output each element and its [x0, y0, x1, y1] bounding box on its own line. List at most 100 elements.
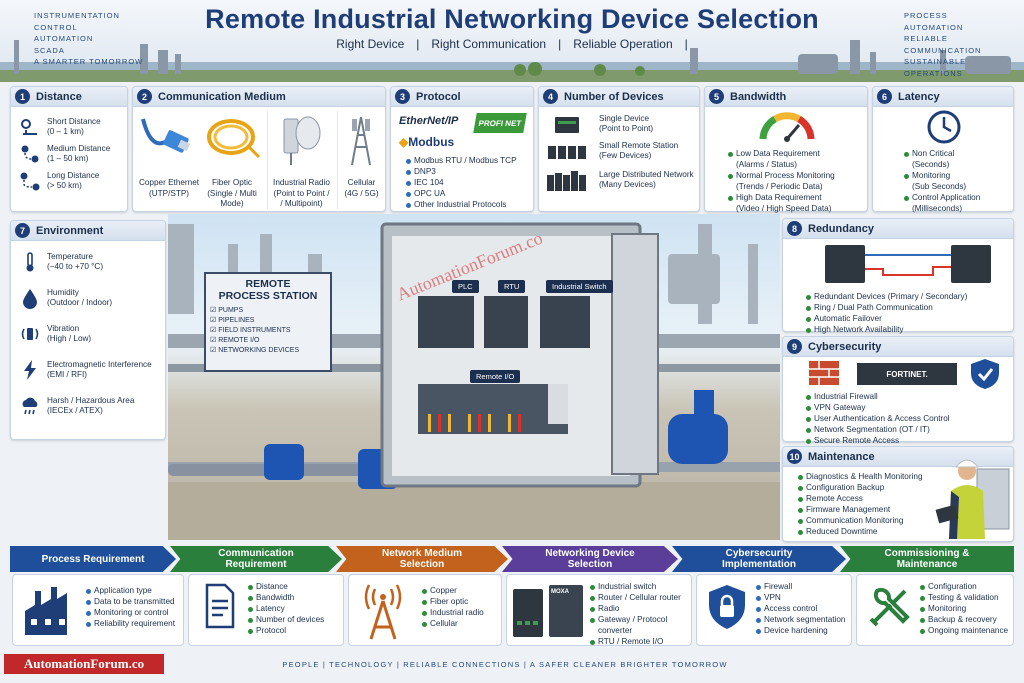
lightning-icon — [24, 360, 36, 380]
page-subtitle: Right Device|Right Communication|Reliabl… — [336, 37, 688, 51]
document-icon — [205, 583, 235, 629]
panel-title: Bandwidth — [730, 90, 787, 103]
panel-number: 2 — [137, 89, 152, 104]
location-pin-icon — [21, 119, 37, 135]
ethernet-cable-icon — [141, 118, 191, 153]
clock-icon — [927, 110, 961, 144]
panel-title: Communication Medium — [158, 90, 286, 103]
panel-number: 4 — [543, 89, 558, 104]
firewall-icon — [809, 361, 839, 385]
panel-title: Number of Devices — [564, 90, 664, 103]
fiber-optic-coil-icon — [207, 119, 261, 159]
step-networking-device-selection: Networking Device Selection — [502, 546, 678, 572]
storm-cloud-icon — [22, 397, 38, 415]
refinery-skyline — [0, 40, 1024, 82]
single-device-icon — [555, 117, 579, 133]
label-industrial-switch: Industrial Switch — [546, 280, 613, 293]
thermometer-icon — [26, 252, 34, 272]
route-icon — [21, 145, 39, 163]
panel-number: 3 — [395, 89, 410, 104]
panel-title: Protocol — [416, 90, 461, 103]
water-drop-icon — [23, 289, 37, 309]
panel-number: 8 — [787, 221, 802, 236]
step-process-requirement: Process Requirement — [10, 546, 176, 572]
redundancy-list: Redundant Devices (Primary / Secondary)R… — [805, 291, 1011, 335]
footer-brand: AutomationForum.co — [4, 654, 164, 674]
profinet-logo: PROFI NET — [473, 113, 527, 133]
factory-icon — [25, 587, 67, 635]
wrench-screwdriver-icon — [869, 587, 910, 627]
panel-title: Redundancy — [808, 222, 875, 235]
panel-latency: 6 Latency Non Critical(Seconds) Monitorin… — [872, 86, 1014, 214]
padlock-shield-icon — [709, 585, 745, 629]
speed-gauge-icon — [759, 112, 815, 142]
medium-radio: Industrial Radio(Point to Point // Multi… — [267, 111, 335, 209]
vibration-icon — [21, 328, 39, 340]
cell-tower-icon — [351, 116, 371, 166]
panel-number: 6 — [877, 89, 892, 104]
bandwidth-list: Low Data Requirement(Alarms / Status) No… — [727, 148, 867, 214]
redundant-switches-icon — [825, 245, 991, 283]
moxa-brand-label: MOXA — [551, 589, 569, 595]
page-title: Remote Industrial Networking Device Sele… — [205, 4, 819, 34]
panel-title: Cybersecurity — [808, 340, 882, 353]
panel-number: 5 — [709, 89, 724, 104]
panel-bandwidth: 5 Bandwidth Low Data Requirement(Alarms /… — [704, 86, 868, 214]
panel-title: Distance — [36, 90, 82, 103]
footer — [0, 652, 1024, 683]
modbus-mark-icon: ◆ — [399, 135, 409, 149]
many-devices-icon — [547, 171, 586, 191]
medium-copper: Copper Ethernet(UTP/STP) — [137, 111, 201, 209]
step-cybersecurity-implementation: Cybersecurity Implementation — [672, 546, 846, 572]
step-commissioning-maintenance: Commissioning & Maintenance — [840, 546, 1014, 572]
panel-redundancy: 8 Redundancy Redundant Devices (Primary /… — [782, 218, 1014, 335]
modbus-logo: ◆Modbus — [399, 135, 455, 149]
medium-cellular: Cellular(4G / 5G) — [337, 111, 385, 209]
panel-protocol: 3 Protocol EtherNet/IP PROFI NET ◆ Modbus … — [390, 86, 534, 212]
panel-communication-medium: 2 Communication Medium Copper Ethernet(UT… — [132, 86, 386, 212]
few-devices-icon — [548, 146, 586, 159]
station-sign-list: ☑ PUMPS☑ PIPELINES☑ FIELD INSTRUMENTS☑ R… — [210, 307, 300, 354]
footer-tagline: PEOPLE | TECHNOLOGY | RELIABLE CONNECTIO… — [282, 660, 728, 669]
long-route-icon — [20, 172, 40, 191]
panel-number: 7 — [15, 223, 30, 238]
fortinet-device: FORTINET. — [857, 363, 957, 385]
panel-title: Maintenance — [808, 450, 875, 463]
panel-title: Environment — [36, 224, 104, 237]
radio-antenna-icon — [283, 116, 321, 165]
step-communication-requirement: Communication Requirement — [170, 546, 342, 572]
medium-fiber: Fiber Optic(Single / Multi Mode) — [199, 111, 265, 209]
step-network-medium-selection: Network Medium Selection — [336, 546, 508, 572]
panel-number: 1 — [15, 89, 30, 104]
panel-number: 9 — [787, 339, 802, 354]
latency-list: Non Critical(Seconds) Monitoring(Sub Sec… — [903, 148, 1013, 214]
security-shield-icon — [971, 359, 999, 389]
panel-title: Latency — [898, 90, 940, 103]
label-rtu: RTU — [498, 280, 526, 293]
ethernet-ip-logo: EtherNet/IP — [399, 115, 459, 127]
antenna-tower-icon — [364, 584, 402, 640]
networking-devices-icon — [513, 585, 583, 637]
panel-number: 10 — [787, 449, 802, 464]
